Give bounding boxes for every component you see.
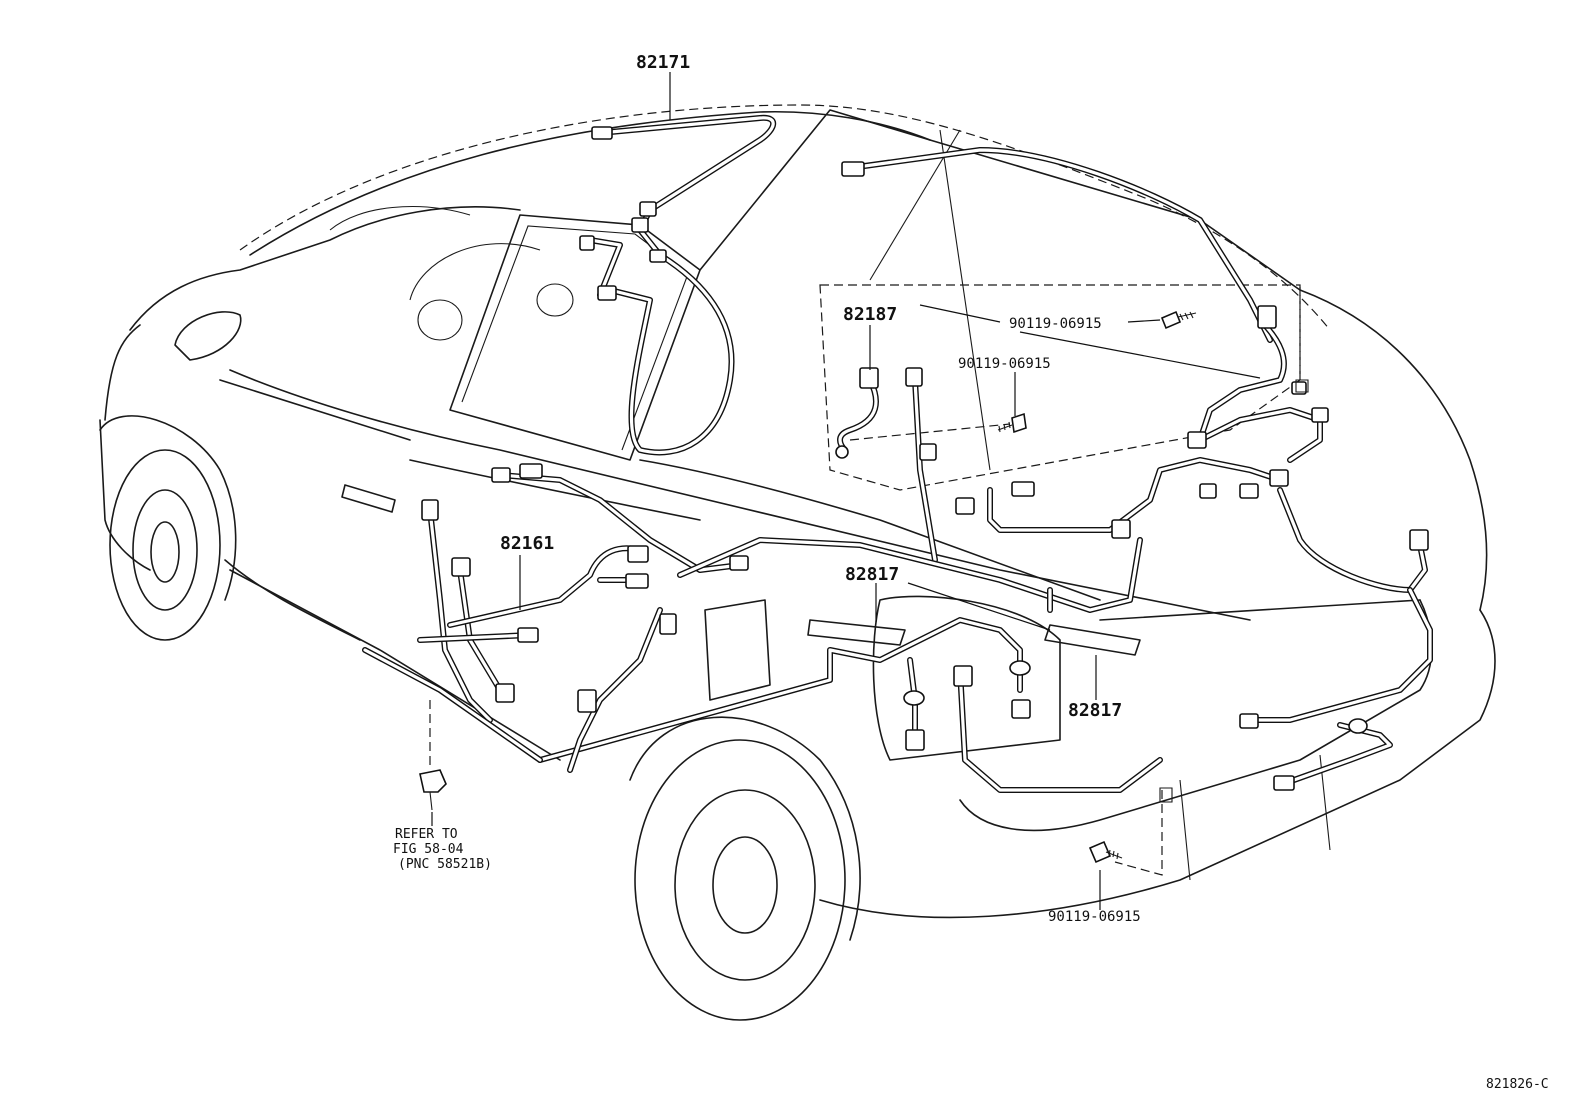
grommet-icon — [903, 690, 925, 706]
grommet-icon — [1009, 660, 1031, 676]
connector-icon — [451, 557, 471, 577]
bolt-mid — [997, 412, 1027, 434]
grommet-icon — [1348, 718, 1368, 734]
ground-terminal-icon — [835, 445, 849, 459]
harness-82187 — [837, 377, 938, 563]
connector-icon — [659, 613, 677, 635]
connector-icon — [919, 443, 937, 461]
harness-floor-main — [537, 537, 1163, 793]
connector-icon — [1409, 529, 1429, 551]
connector-icon — [625, 573, 649, 589]
connector-icon — [421, 499, 439, 521]
ground-terminal-icon — [1159, 787, 1173, 803]
connector-icon — [1239, 483, 1259, 499]
label-82171: 82171 — [636, 52, 690, 73]
connector-icon — [519, 463, 543, 479]
connector-group — [421, 126, 1429, 803]
harness-sill — [362, 647, 543, 763]
connector-icon — [1257, 305, 1277, 329]
bolt-bottom — [1088, 840, 1123, 864]
clip-part — [419, 769, 447, 811]
connector-icon — [1269, 469, 1289, 487]
connector-icon — [1199, 483, 1217, 499]
connector-icon — [955, 497, 975, 515]
front-wheel — [99, 415, 237, 641]
bolt-icon — [1160, 310, 1182, 330]
connector-icon — [579, 235, 595, 251]
bolt-icon — [1011, 412, 1027, 434]
connector-icon — [495, 683, 515, 703]
connector-icon — [1011, 481, 1035, 497]
refer-note-line1: REFER TO — [395, 827, 458, 842]
harness-rear — [987, 317, 1433, 788]
connector-icon — [1011, 699, 1031, 719]
refer-note-line2: FIG 58-04 — [393, 842, 464, 857]
diagram-code: 821826-C — [1486, 1077, 1549, 1092]
connector-icon — [491, 467, 511, 483]
connector-icon — [841, 161, 865, 177]
connector-icon — [639, 201, 657, 217]
harness-82171 — [587, 114, 777, 456]
connector-icon — [577, 689, 597, 713]
connector-icon — [1311, 407, 1329, 423]
bolt-icon — [1088, 840, 1112, 864]
connector-icon — [1111, 519, 1131, 539]
connector-icon — [859, 367, 879, 389]
rear-wheel — [629, 716, 861, 1021]
label-82187: 82187 — [843, 304, 897, 325]
connector-icon — [1187, 431, 1207, 449]
refer-note-line3: (PNC 58521B) — [398, 857, 492, 872]
connector-icon — [631, 217, 649, 233]
connector-icon — [627, 545, 649, 563]
leader-lines — [429, 72, 1301, 910]
harness-roof-rear — [847, 147, 1273, 343]
label-bolt-bottom: 90119-06915 — [1048, 909, 1141, 925]
harness-82161 — [417, 472, 743, 723]
connector-icon — [591, 126, 613, 140]
clip-icon — [419, 769, 447, 793]
label-bolt-top: 90119-06915 — [1009, 316, 1102, 332]
label-82817-b: 82817 — [1068, 700, 1122, 721]
connector-icon — [905, 729, 925, 751]
connector-icon — [1273, 775, 1295, 791]
ground-terminal-icon — [1295, 379, 1309, 393]
label-82817-a: 82817 — [845, 564, 899, 585]
connector-icon — [729, 555, 749, 571]
label-bolt-mid: 90119-06915 — [958, 356, 1051, 372]
connector-icon — [649, 249, 667, 263]
label-82161: 82161 — [500, 533, 554, 554]
part-labels: 82171 82187 90119-06915 90119-06915 8216… — [393, 52, 1549, 1092]
connector-icon — [1239, 713, 1259, 729]
bolt-top — [1160, 310, 1197, 330]
connector-icon — [953, 665, 973, 687]
connector-icon — [905, 367, 923, 387]
connector-icon — [517, 627, 539, 643]
connector-icon — [597, 285, 617, 301]
vehicle-body — [99, 104, 1496, 1021]
